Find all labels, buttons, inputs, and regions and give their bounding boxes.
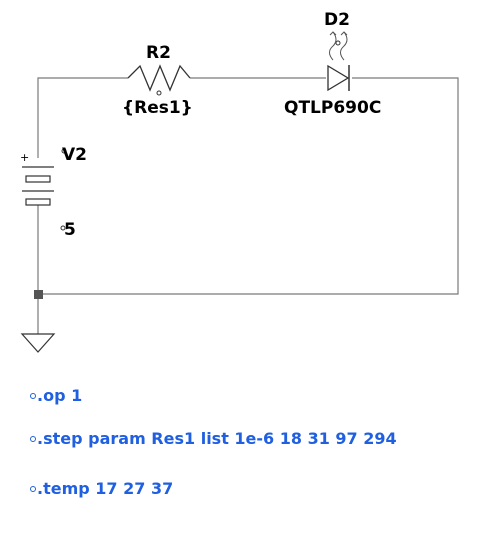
- ground-triangle: [20, 333, 56, 353]
- diode-value-label: QTLP690C: [284, 98, 381, 118]
- directive-marker-icon: [30, 393, 36, 399]
- spice-directive-temp[interactable]: .temp 17 27 37: [30, 479, 173, 498]
- diode-ref-label: D2: [324, 10, 350, 30]
- source-origin-marker: [61, 148, 67, 154]
- directive-marker-icon: [30, 486, 36, 492]
- source-cell-1: [25, 175, 51, 183]
- junction-node[interactable]: [34, 290, 43, 299]
- wire-top-left[interactable]: [37, 77, 128, 158]
- voltage-source-v2[interactable]: + V2 5: [20, 145, 87, 240]
- wire-top-right[interactable]: [38, 77, 459, 295]
- source-value-marker: [60, 225, 66, 231]
- light-emission-icon: [329, 31, 348, 61]
- diode-triangle: [327, 64, 350, 92]
- directive-temp-text: .temp 17 27 37: [37, 479, 174, 498]
- source-value-label: 5: [64, 220, 76, 240]
- resistor-origin-marker: [156, 90, 162, 96]
- diode-d2[interactable]: D2 QTLP690C: [284, 10, 381, 118]
- directive-step-text: .step param Res1 list 1e-6 18 31 97 294: [37, 429, 397, 448]
- resistor-r2[interactable]: R2 {Res1}: [122, 43, 193, 118]
- resistor-value-label: {Res1}: [122, 98, 193, 118]
- spice-directive-step[interactable]: .step param Res1 list 1e-6 18 31 97 294: [30, 429, 397, 448]
- spice-directive-op[interactable]: .op 1: [30, 386, 82, 405]
- wires: [37, 77, 459, 334]
- ground-symbol[interactable]: [20, 333, 56, 353]
- source-plus-sign: +: [20, 151, 29, 164]
- source-ref-label: V2: [62, 145, 87, 165]
- directive-op-text: .op 1: [37, 386, 83, 405]
- resistor-zigzag: [127, 64, 191, 92]
- directive-marker-icon: [30, 436, 36, 442]
- diode-origin-marker: [335, 40, 341, 46]
- source-cell-2: [25, 198, 51, 206]
- resistor-ref-label: R2: [146, 43, 171, 63]
